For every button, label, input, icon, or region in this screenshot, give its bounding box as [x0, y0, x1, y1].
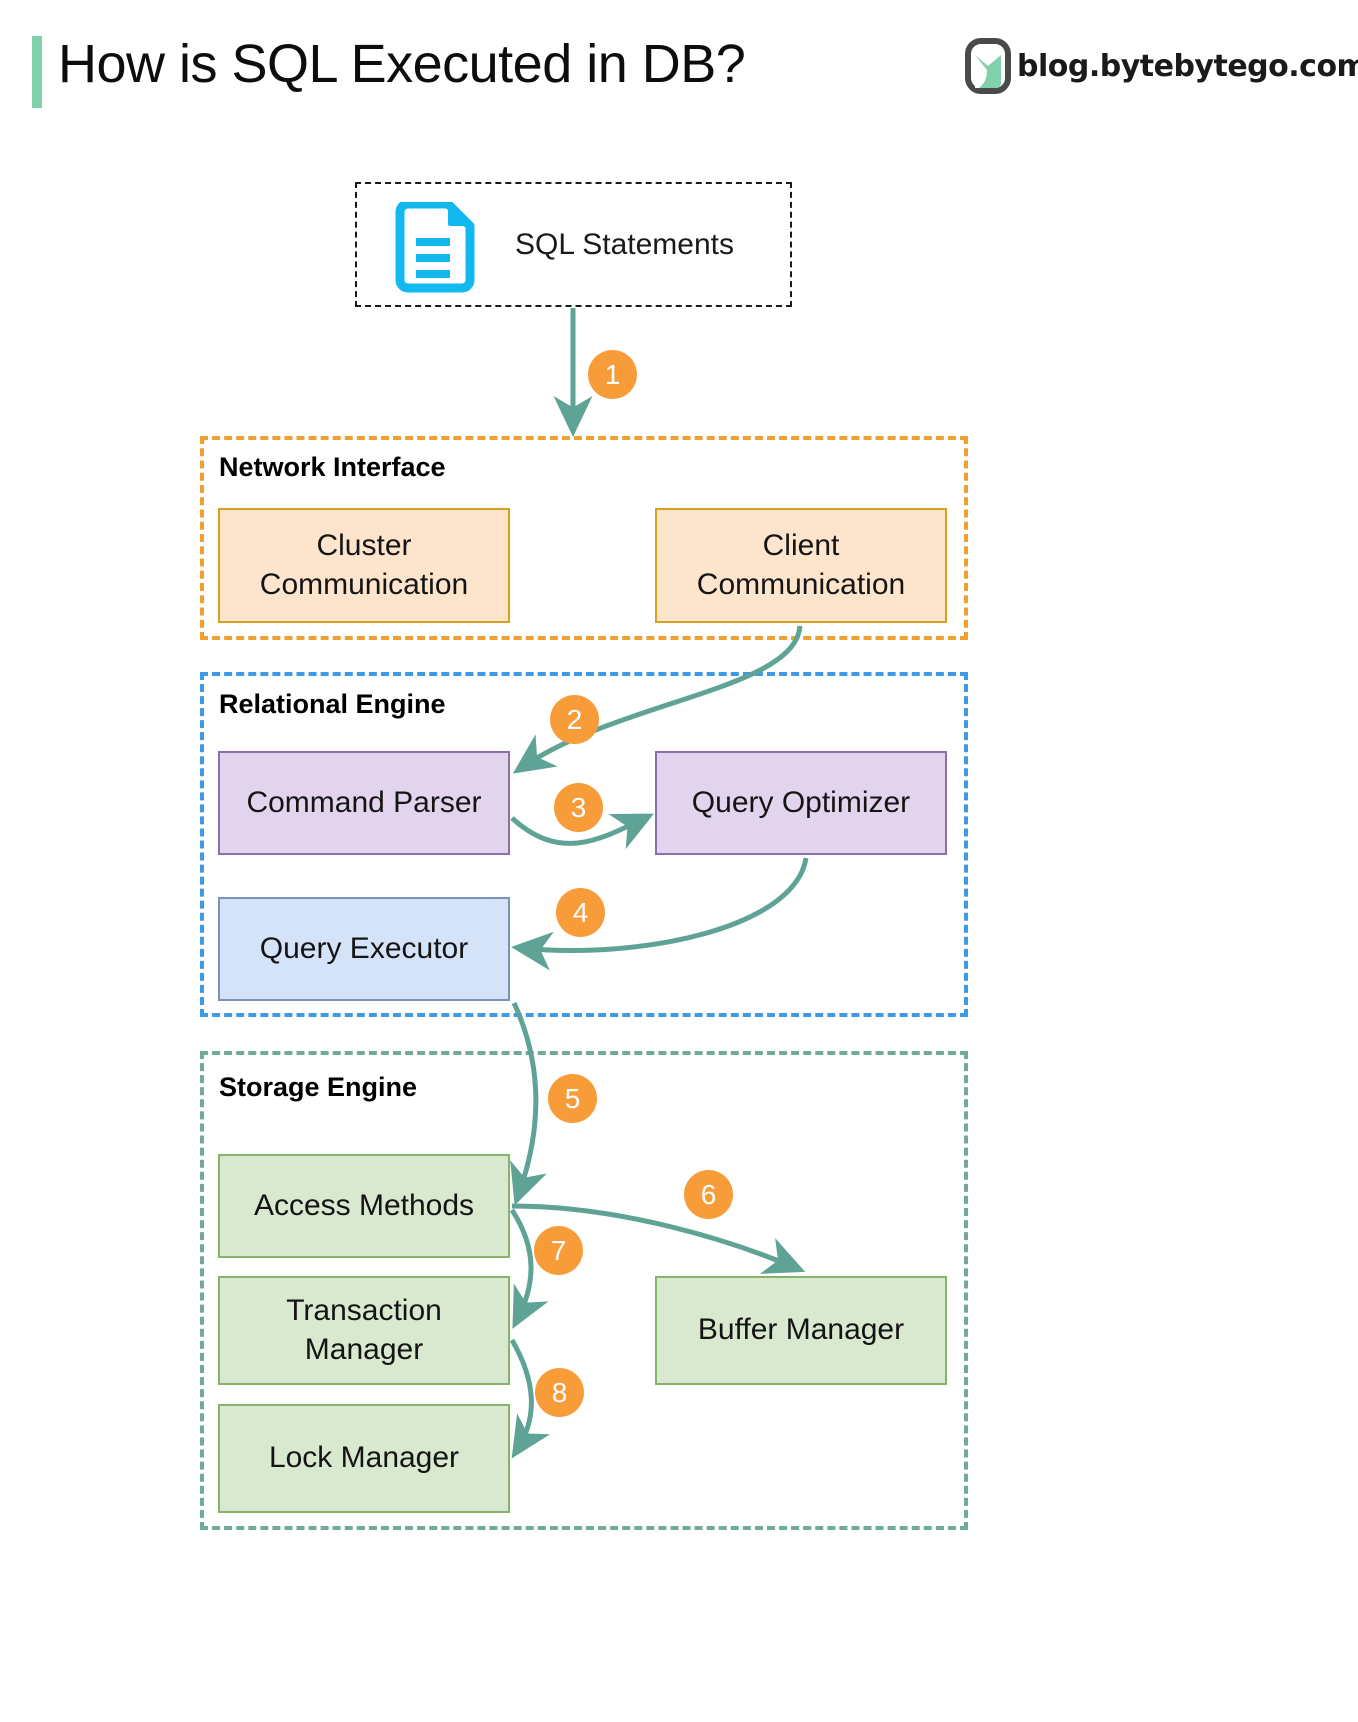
title-accent-bar — [32, 36, 42, 108]
node-buffer-manager[interactable]: Buffer Manager — [655, 1276, 947, 1385]
step-badge-7: 7 — [534, 1226, 583, 1275]
group-title-network-interface: Network Interface — [219, 452, 446, 482]
group-title-relational-engine: Relational Engine — [219, 689, 446, 719]
group-storage-engine — [200, 1051, 968, 1530]
step-badge-8: 8 — [535, 1368, 584, 1417]
step-badge-3: 3 — [554, 783, 603, 832]
node-label: Query Optimizer — [691, 785, 911, 819]
brand-label: blog.bytebytego.com — [1017, 48, 1358, 84]
step-badge-4: 4 — [556, 888, 605, 937]
node-label: Command Parser — [246, 785, 482, 819]
page-title: How is SQL Executed in DB? — [58, 34, 746, 94]
sql-statements-box: SQL Statements — [355, 182, 792, 307]
node-command-parser[interactable]: Command Parser — [218, 751, 510, 855]
brand: blog.bytebytego.com — [965, 38, 1358, 94]
node-lock-manager[interactable]: Lock Manager — [218, 1404, 510, 1513]
step-badge-1: 1 — [588, 350, 637, 399]
group-title-storage-engine: Storage Engine — [219, 1072, 418, 1102]
node-label: Lock Manager — [268, 1441, 460, 1475]
node-label: Access Methods — [253, 1188, 475, 1222]
node-access-methods[interactable]: Access Methods — [218, 1154, 510, 1258]
step-badge-6: 6 — [684, 1170, 733, 1219]
page-header: How is SQL Executed in DB? blog.bytebyte… — [0, 0, 1358, 140]
step-badge-5: 5 — [548, 1074, 597, 1123]
node-label: Buffer Manager — [697, 1313, 905, 1347]
node-query-executor[interactable]: Query Executor — [218, 897, 510, 1001]
node-label: Query Executor — [259, 931, 469, 965]
sql-statements-label: SQL Statements — [515, 228, 734, 261]
step-badge-2: 2 — [550, 695, 599, 744]
document-icon — [395, 202, 475, 293]
node-query-optimizer[interactable]: Query Optimizer — [655, 751, 947, 855]
bytebytego-logo-icon — [965, 38, 1011, 94]
